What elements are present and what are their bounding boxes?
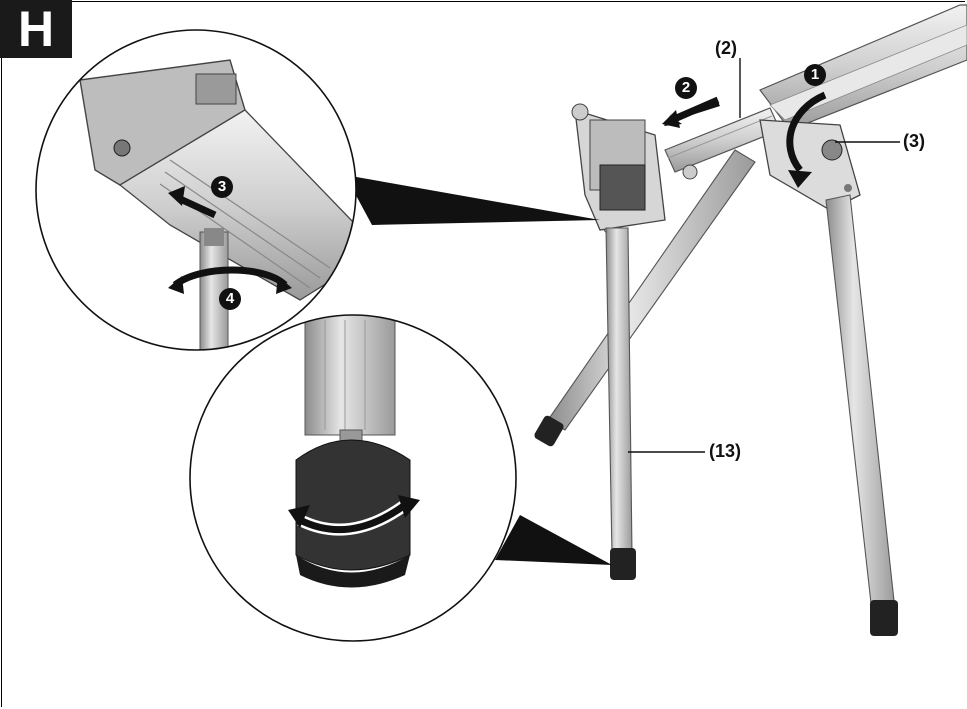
step-marker-2: 2 [675,77,697,99]
diagonal-leg [534,149,756,447]
callout-part-3: (3) [903,131,925,151]
step-marker-1: 1 [804,64,826,86]
section-badge: H [0,0,72,58]
front-leg [605,227,636,580]
rear-leg [825,194,898,636]
callout-part-13: (13) [709,441,742,461]
detail-circle-top [35,29,357,351]
step-marker-3: 3 [211,176,233,198]
step-marker-4: 4 [219,288,241,310]
detail-circle-bottom [189,314,517,642]
callout-part-2: (2) [715,38,737,58]
support-bracket [571,103,698,251]
